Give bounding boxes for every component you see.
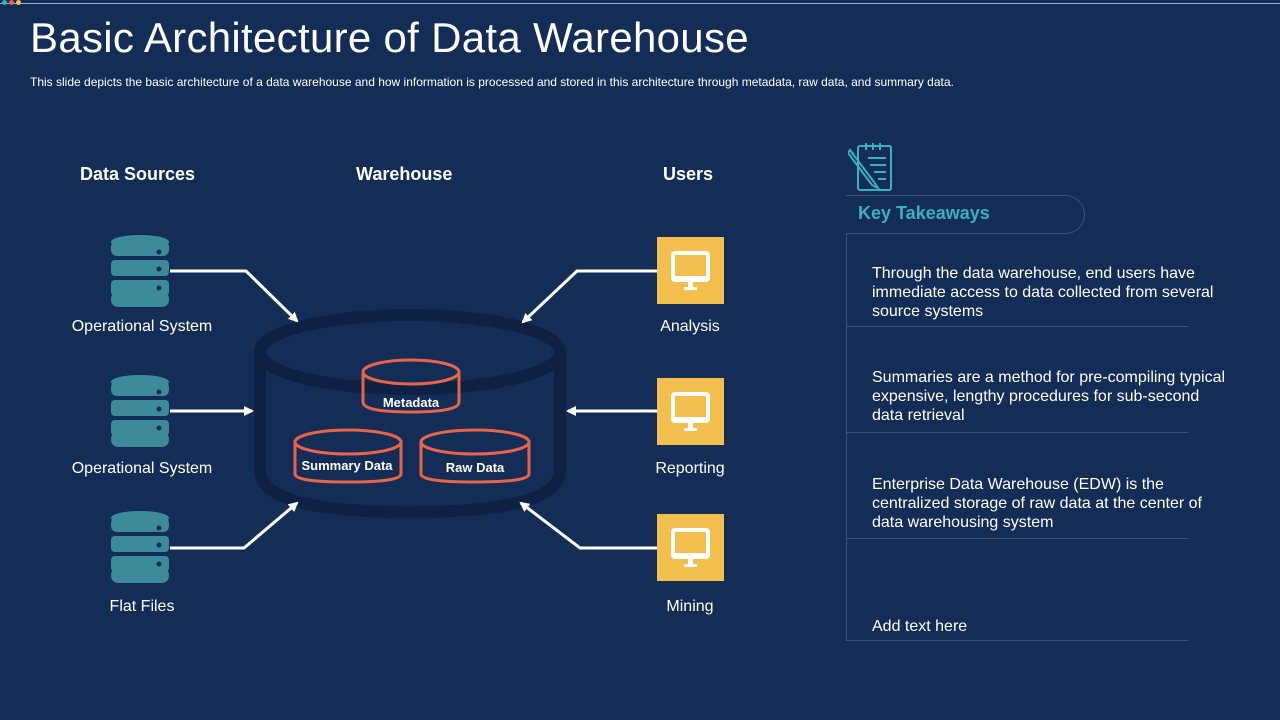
summary-data-label: Summary Data	[301, 458, 393, 473]
top-border-line	[0, 3, 1280, 4]
monitor-icon	[657, 237, 724, 304]
database-icon	[111, 375, 169, 447]
warehouse-header: Warehouse	[356, 164, 453, 184]
raw-data-label: Raw Data	[446, 460, 505, 475]
arrow-user-1	[521, 269, 657, 324]
user-label: Analysis	[660, 318, 720, 335]
takeaway-item: Summaries are a method for pre-compiling…	[872, 369, 1226, 424]
raw-data-cylinder	[419, 428, 531, 484]
arrow-source-3	[170, 501, 299, 550]
source-arrows	[170, 269, 299, 550]
takeaway-item: Enterprise Data Warehouse (EDW) is the c…	[872, 476, 1202, 531]
page-subtitle: This slide depicts the basic architectur…	[30, 75, 954, 89]
dot-icon	[16, 0, 21, 5]
page-title: Basic Architecture of Data Warehouse	[30, 14, 749, 61]
takeaway-separator	[846, 326, 1188, 327]
monitor-icon	[657, 514, 724, 581]
dot-icon	[2, 0, 7, 5]
summary-data-cylinder	[293, 428, 403, 484]
monitor-icon	[657, 378, 724, 445]
users-header: Users	[663, 164, 714, 184]
database-icon	[111, 511, 169, 583]
takeaway-separator	[846, 432, 1188, 433]
source-label: Operational System	[71, 318, 213, 335]
arrow-user-3	[519, 501, 657, 550]
takeaways-header-box	[846, 195, 1085, 234]
notepad-pencil-icon	[848, 143, 892, 191]
metadata-label: Metadata	[383, 395, 440, 410]
takeaway-separator	[846, 538, 1188, 539]
takeaway-item: Through the data warehouse, end users ha…	[872, 265, 1214, 320]
database-icon	[111, 235, 169, 307]
dot-icon	[9, 0, 14, 5]
takeaway-separator	[846, 640, 1188, 641]
source-label: Operational System	[71, 460, 213, 477]
arrow-source-1	[170, 269, 299, 323]
takeaway-item: Add text here	[872, 618, 968, 635]
warehouse-cylinder	[254, 309, 566, 519]
takeaways-divider	[846, 233, 847, 641]
metadata-cylinder	[361, 358, 461, 414]
source-label: Flat Files	[109, 598, 175, 615]
user-label: Mining	[666, 598, 714, 615]
user-label: Reporting	[655, 460, 725, 477]
data-sources-header: Data Sources	[80, 164, 196, 184]
takeaways-title: Key Takeaways	[858, 203, 990, 223]
user-arrows	[519, 269, 657, 550]
